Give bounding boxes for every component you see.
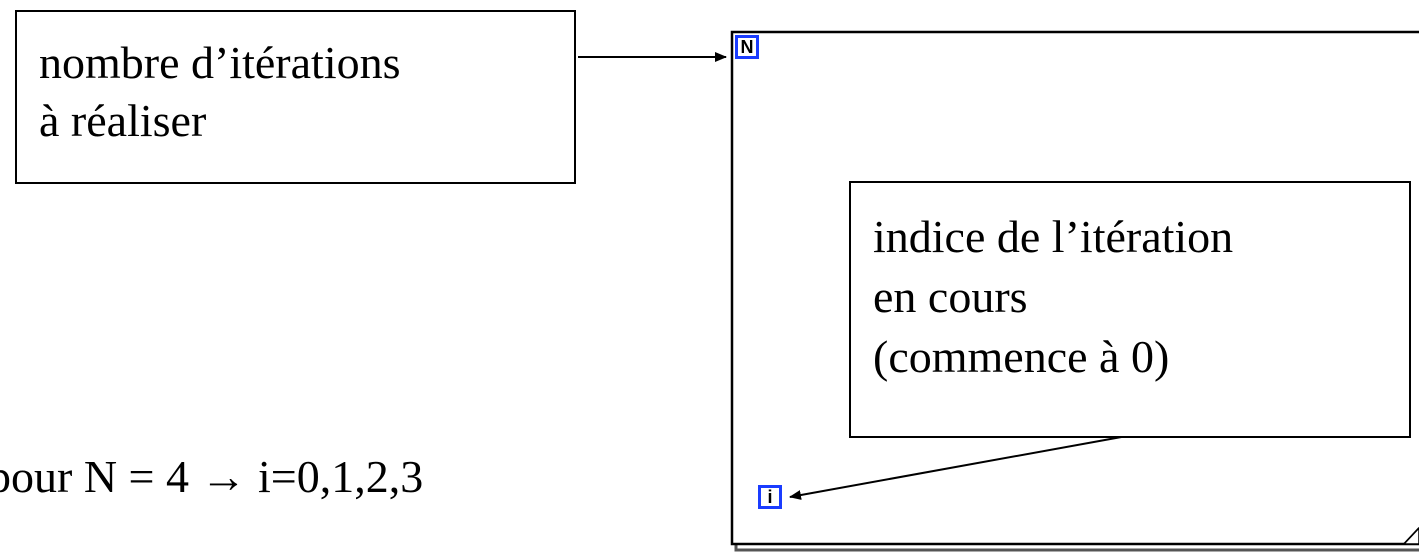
iterations-label-box: nombre d’itérations à réaliser (15, 10, 576, 184)
index-label-box: indice de l’itération en cours (commence… (849, 181, 1411, 438)
index-label-line3: (commence à 0) (873, 331, 1170, 382)
index-label-line2: en cours (873, 271, 1028, 322)
index-arrow (789, 433, 1139, 500)
loop-example-formula: pour N = 4 → i=0,1,2,3 (0, 451, 424, 502)
iterations-label-line1: nombre d’itérations (39, 37, 401, 88)
loop-frame-corner (1403, 527, 1419, 545)
count-terminal: N (735, 35, 759, 59)
iteration-terminal: i (758, 485, 782, 509)
iterations-label-line2: à réaliser (39, 95, 207, 146)
index-label-line1: indice de l’itération (873, 211, 1234, 262)
